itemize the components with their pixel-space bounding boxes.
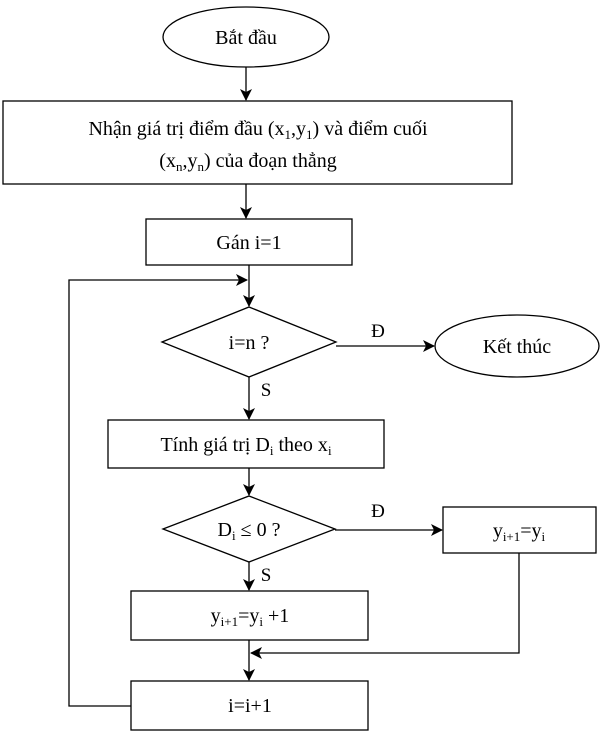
- cond2-label: Di ≤ 0 ?: [218, 519, 281, 543]
- input-box: [2, 100, 513, 185]
- assign-yes-label: yi+1=yi: [493, 520, 546, 544]
- edge-loop-back: [68, 274, 248, 707]
- assign-no-box: [130, 590, 369, 641]
- decision-i-equals-n: [160, 306, 338, 378]
- input-label-line1: Nhận giá trị điểm đầu (x1,y1) và điểm cu…: [88, 118, 427, 142]
- init-box: [145, 218, 353, 266]
- start-label: Bắt đầu: [215, 27, 277, 49]
- edge-assign-yes-merge: [250, 553, 520, 659]
- increment-box: [130, 680, 369, 731]
- end-label: Kết thúc: [483, 336, 551, 358]
- assign-yes-box: [442, 506, 597, 554]
- decision-d-leq-zero: [161, 495, 337, 563]
- end-node: [434, 314, 600, 378]
- cond1-label: i=n ?: [229, 332, 270, 354]
- edge-label-cond2-yes: Đ: [371, 501, 385, 522]
- edge-label-cond2-no: S: [261, 565, 272, 586]
- edge-label-cond1-no: S: [261, 380, 272, 401]
- compute-box: [107, 419, 385, 469]
- compute-label: Tính giá trị Di theo xi: [160, 434, 332, 458]
- assign-no-label: yi+1=yi +1: [211, 605, 290, 629]
- increment-label: i=i+1: [228, 695, 272, 717]
- init-label: Gán i=1: [216, 232, 281, 254]
- edge-label-cond1-yes: Đ: [371, 321, 385, 342]
- input-label-line2: (xn,yn) của đoạn thẳng: [159, 150, 336, 174]
